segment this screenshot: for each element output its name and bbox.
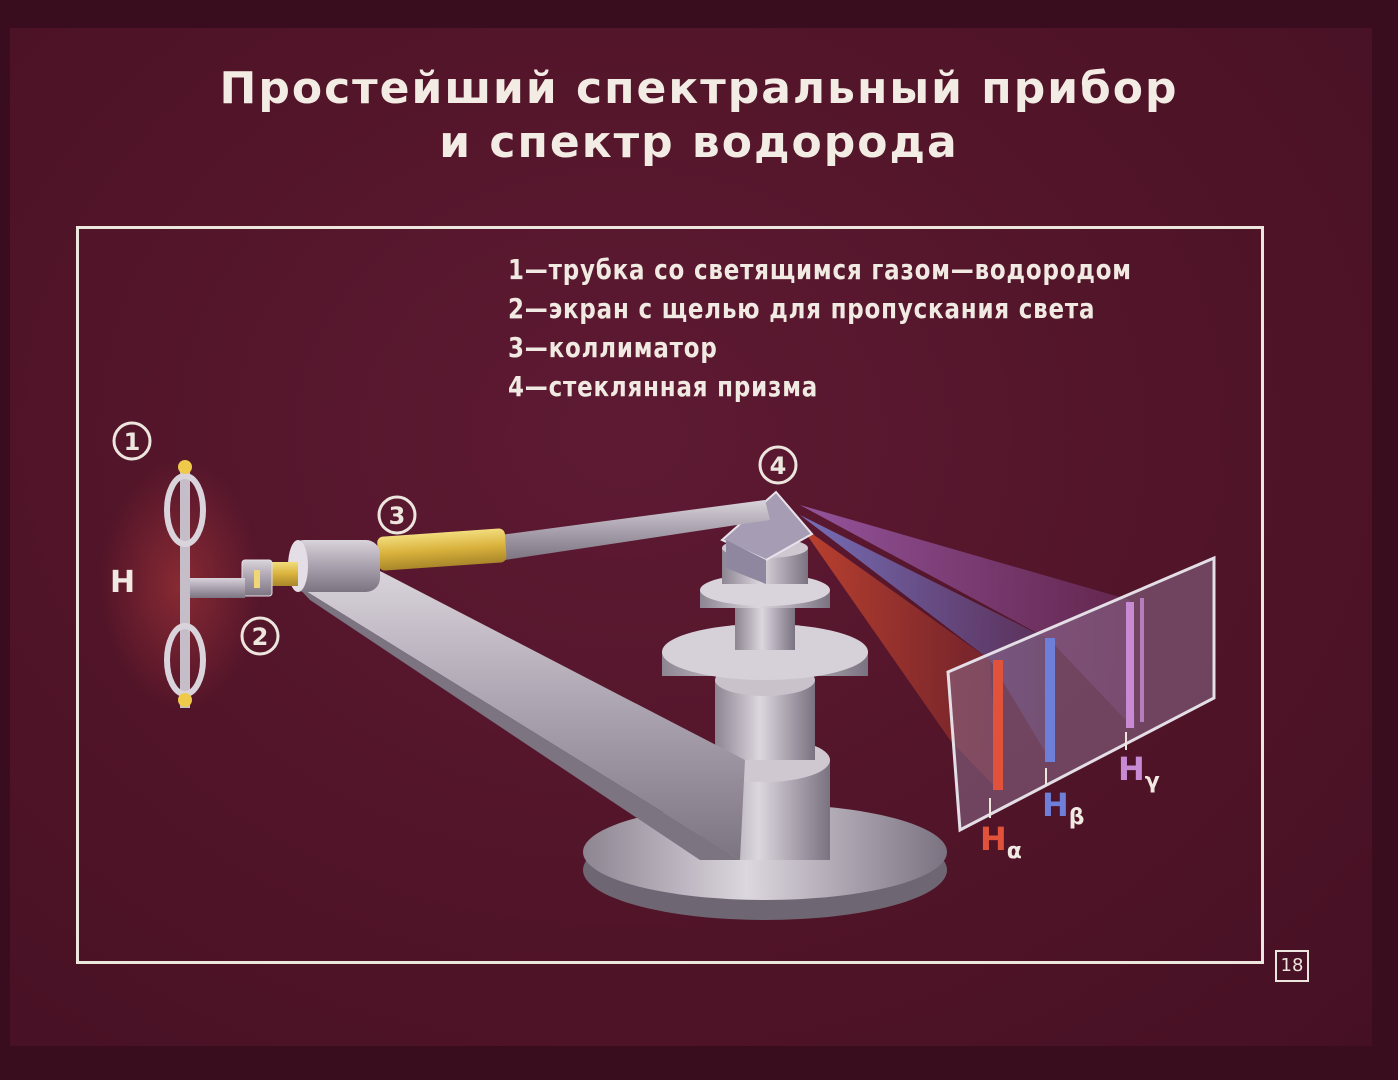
title-line-1: Простейший спектральный прибор	[219, 63, 1179, 114]
slit	[254, 570, 260, 588]
page-title: Простейший спектральный прибор и спектр …	[0, 62, 1398, 170]
telescope-tube	[500, 500, 770, 560]
legend-item-2: 2—экран с щелью для пропускания света	[508, 292, 1096, 325]
beam-blue	[800, 515, 1050, 760]
collimator-link	[268, 562, 298, 586]
svg-text:4: 4	[770, 452, 787, 480]
label-h-alpha: Hα	[980, 820, 1022, 864]
page-number: 18	[1275, 950, 1309, 982]
legend-item-3: 3—коллиматор	[508, 331, 718, 364]
support-arm-edge	[296, 585, 740, 860]
collimator-collar	[290, 540, 380, 592]
table-disc-top	[662, 624, 868, 680]
beam-violet	[800, 505, 1135, 730]
spectrum-screen	[946, 555, 1216, 833]
tube-rod	[185, 578, 245, 598]
svg-text:3: 3	[389, 502, 406, 530]
marker-3: 3	[377, 495, 417, 535]
title-line-2: и спектр водорода	[439, 117, 959, 168]
marker-4: 4	[758, 445, 798, 485]
svg-text:1: 1	[124, 428, 141, 456]
svg-text:2: 2	[252, 623, 269, 651]
label-h-gamma: Hγ	[1118, 750, 1160, 794]
beam-red	[800, 525, 998, 790]
marker-1: 1	[112, 421, 152, 461]
collimator-tube	[377, 528, 507, 571]
stage-stem	[735, 600, 795, 650]
legend: 1—трубка со светящимся газом—водородом 2…	[508, 250, 1132, 406]
element-label: H	[110, 565, 135, 600]
support-arm	[296, 570, 745, 860]
legend-item-4: 4—стеклянная призма	[508, 370, 819, 403]
diagram-frame	[76, 226, 1264, 964]
prism-face	[726, 540, 766, 584]
label-h-beta: Hβ	[1042, 786, 1085, 830]
hydrogen-tube	[164, 460, 206, 708]
marker-2: 2	[240, 616, 280, 656]
legend-item-1: 1—трубка со светящимся газом—водородом	[508, 253, 1132, 286]
